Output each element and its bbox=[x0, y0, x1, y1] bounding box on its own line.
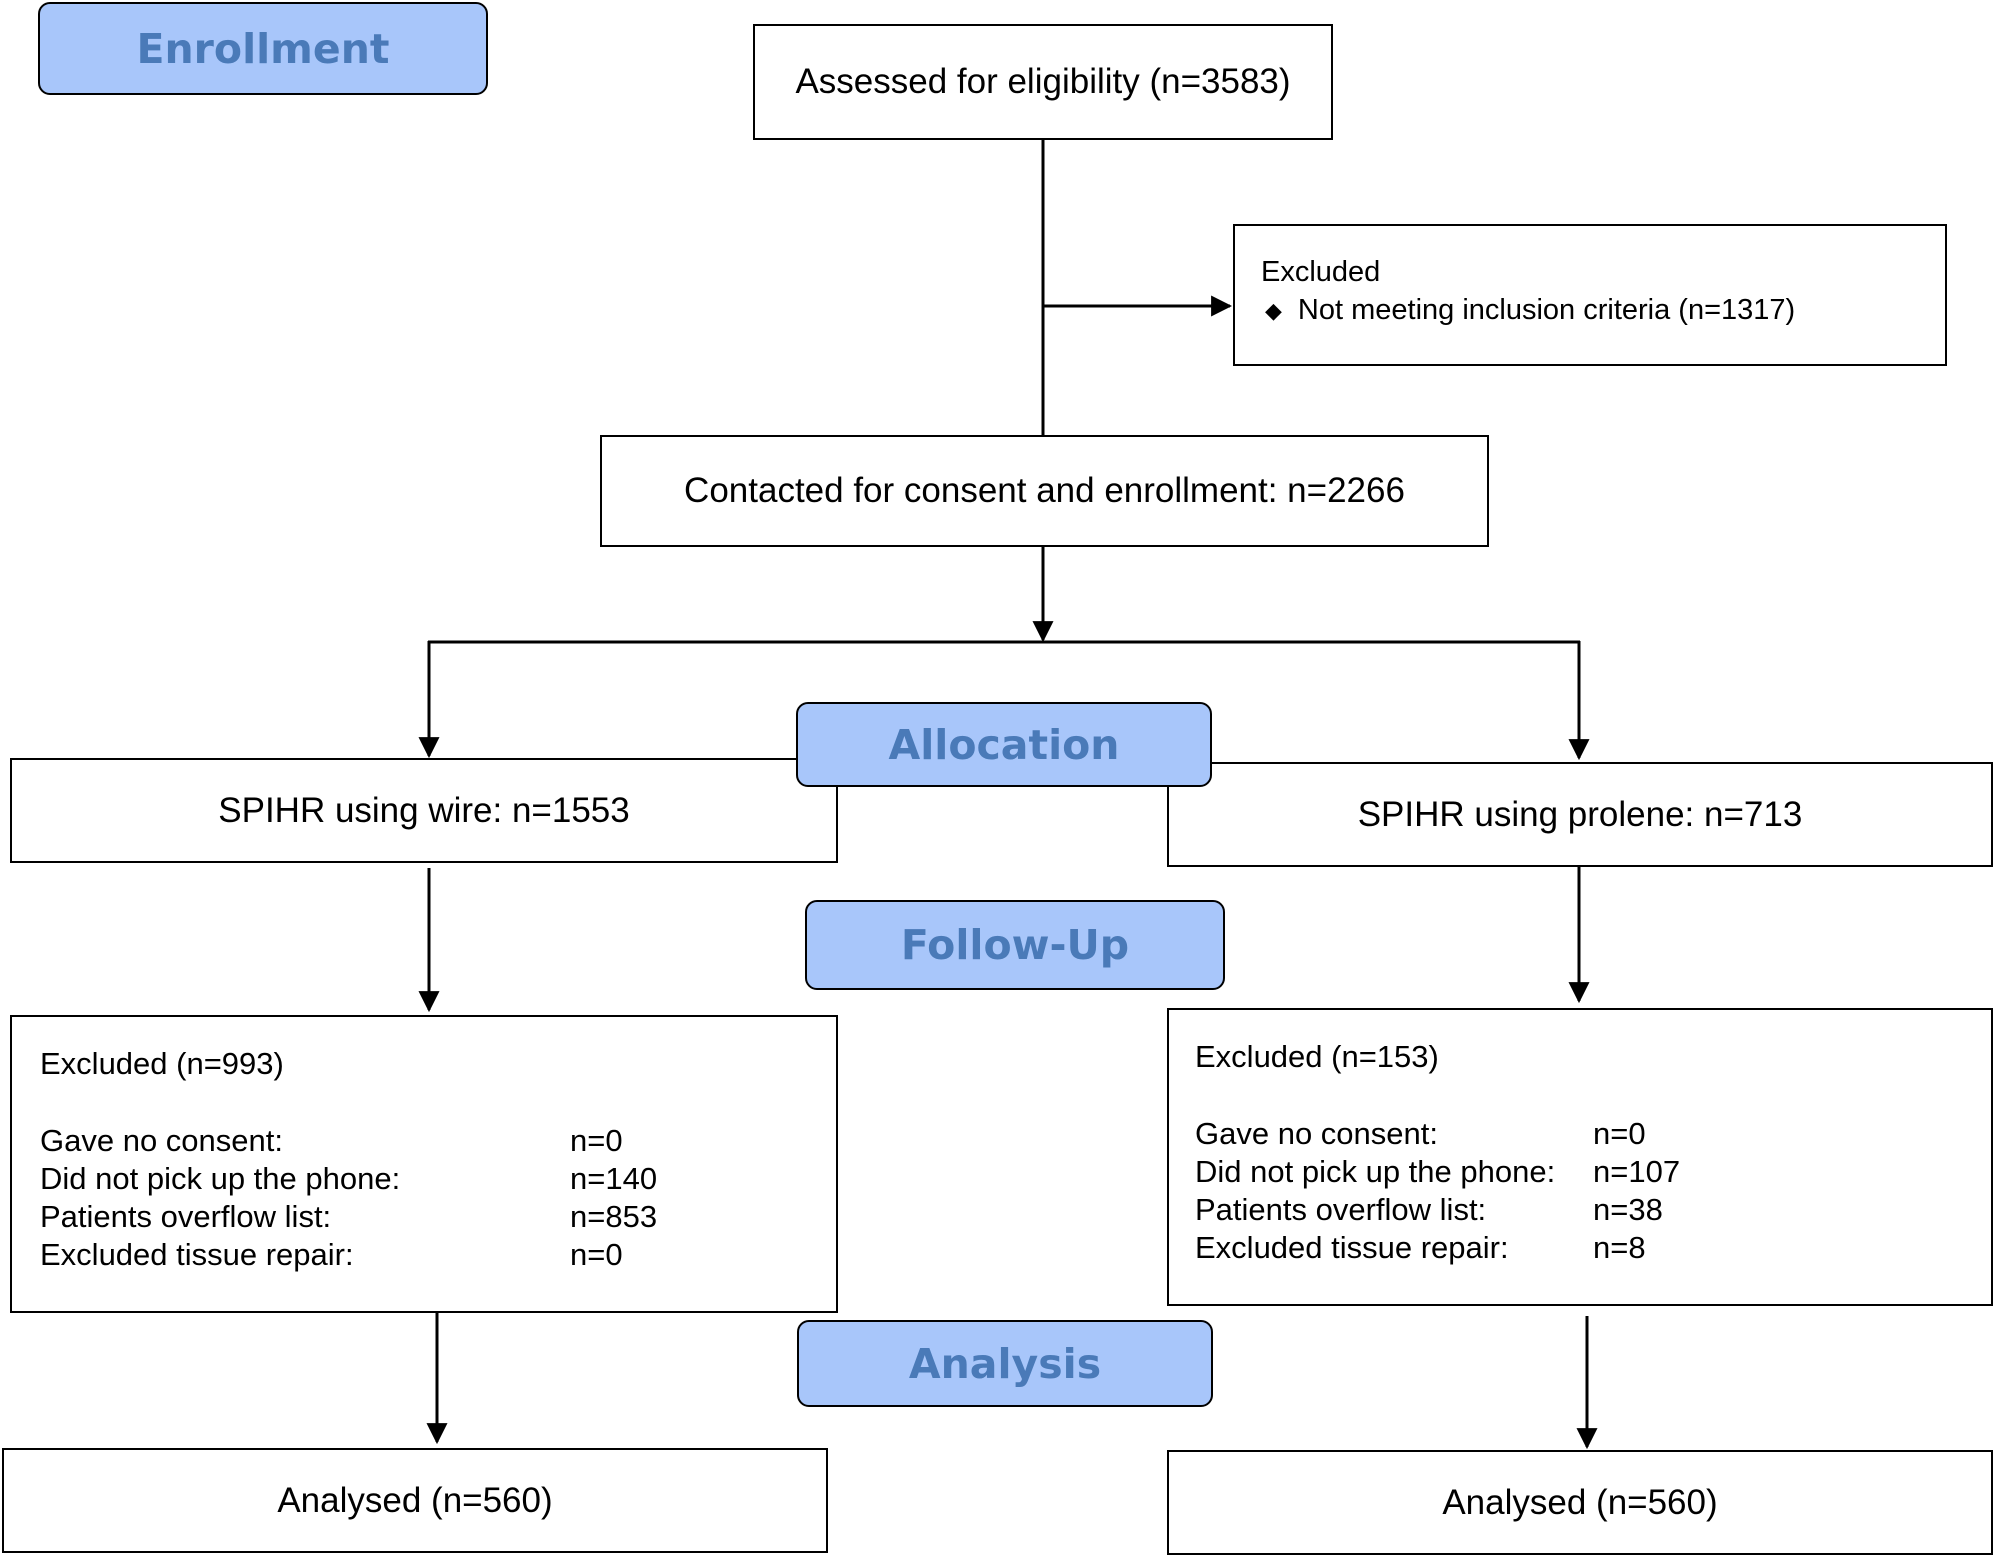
excluded-enrollment-box: Excluded ◆ Not meeting inclusion criteri… bbox=[1233, 224, 1947, 366]
detail-label: Gave no consent: bbox=[1195, 1116, 1438, 1151]
allocation-right-box: SPIHR using prolene: n=713 bbox=[1167, 762, 1993, 867]
followup-right-details: Gave no consent: n=0 Did not pick up the … bbox=[1195, 1115, 1680, 1267]
detail-row: Patients overflow list: n=38 bbox=[1195, 1191, 1680, 1229]
detail-row: Did not pick up the phone: n=107 bbox=[1195, 1153, 1680, 1191]
detail-value: n=853 bbox=[570, 1199, 658, 1234]
detail-label: Excluded tissue repair: bbox=[40, 1237, 354, 1272]
followup-left-title: Excluded (n=993) bbox=[40, 1046, 284, 1081]
detail-value: n=107 bbox=[1593, 1154, 1681, 1189]
stage-analysis: Analysis bbox=[797, 1320, 1213, 1407]
detail-row: Patients overflow list: n=853 bbox=[40, 1198, 657, 1236]
stage-followup: Follow-Up bbox=[805, 900, 1225, 990]
detail-value: n=38 bbox=[1593, 1192, 1663, 1227]
detail-row: Gave no consent: n=0 bbox=[1195, 1115, 1680, 1153]
stage-enrollment: Enrollment bbox=[38, 2, 488, 95]
detail-row: Excluded tissue repair: n=8 bbox=[1195, 1229, 1680, 1267]
detail-row: Excluded tissue repair: n=0 bbox=[40, 1236, 657, 1274]
detail-value: n=0 bbox=[570, 1237, 623, 1272]
followup-left-box: Excluded (n=993) Gave no consent: n=0 Did… bbox=[10, 1015, 838, 1313]
assessed-box: Assessed for eligibility (n=3583) bbox=[753, 24, 1333, 140]
detail-row: Did not pick up the phone: n=140 bbox=[40, 1160, 657, 1198]
contacted-box: Contacted for consent and enrollment: n=… bbox=[600, 435, 1489, 547]
analysis-right-box: Analysed (n=560) bbox=[1167, 1450, 1993, 1555]
detail-label: Excluded tissue repair: bbox=[1195, 1230, 1509, 1265]
followup-left-details: Gave no consent: n=0 Did not pick up the … bbox=[40, 1122, 657, 1274]
detail-value: n=8 bbox=[1593, 1230, 1646, 1265]
detail-row: Gave no consent: n=0 bbox=[40, 1122, 657, 1160]
analysis-left-box: Analysed (n=560) bbox=[2, 1448, 828, 1553]
detail-label: Patients overflow list: bbox=[40, 1199, 332, 1234]
diamond-bullet-icon: ◆ bbox=[1265, 297, 1282, 323]
stage-allocation: Allocation bbox=[796, 702, 1212, 787]
detail-label: Did not pick up the phone: bbox=[40, 1161, 401, 1196]
detail-label: Gave no consent: bbox=[40, 1123, 283, 1158]
detail-label: Patients overflow list: bbox=[1195, 1192, 1487, 1227]
detail-value: n=0 bbox=[1593, 1116, 1646, 1151]
excluded-reason-item: ◆ Not meeting inclusion criteria (n=1317… bbox=[1265, 294, 1795, 327]
detail-value: n=0 bbox=[570, 1123, 623, 1158]
allocation-left-box: SPIHR using wire: n=1553 bbox=[10, 758, 838, 863]
followup-right-title: Excluded (n=153) bbox=[1195, 1039, 1439, 1074]
detail-label: Did not pick up the phone: bbox=[1195, 1154, 1556, 1189]
followup-right-box: Excluded (n=153) Gave no consent: n=0 Did… bbox=[1167, 1008, 1993, 1306]
excluded-reason-text: Not meeting inclusion criteria (n=1317) bbox=[1297, 294, 1796, 326]
detail-value: n=140 bbox=[570, 1161, 658, 1196]
excluded-title: Excluded bbox=[1261, 256, 1381, 288]
